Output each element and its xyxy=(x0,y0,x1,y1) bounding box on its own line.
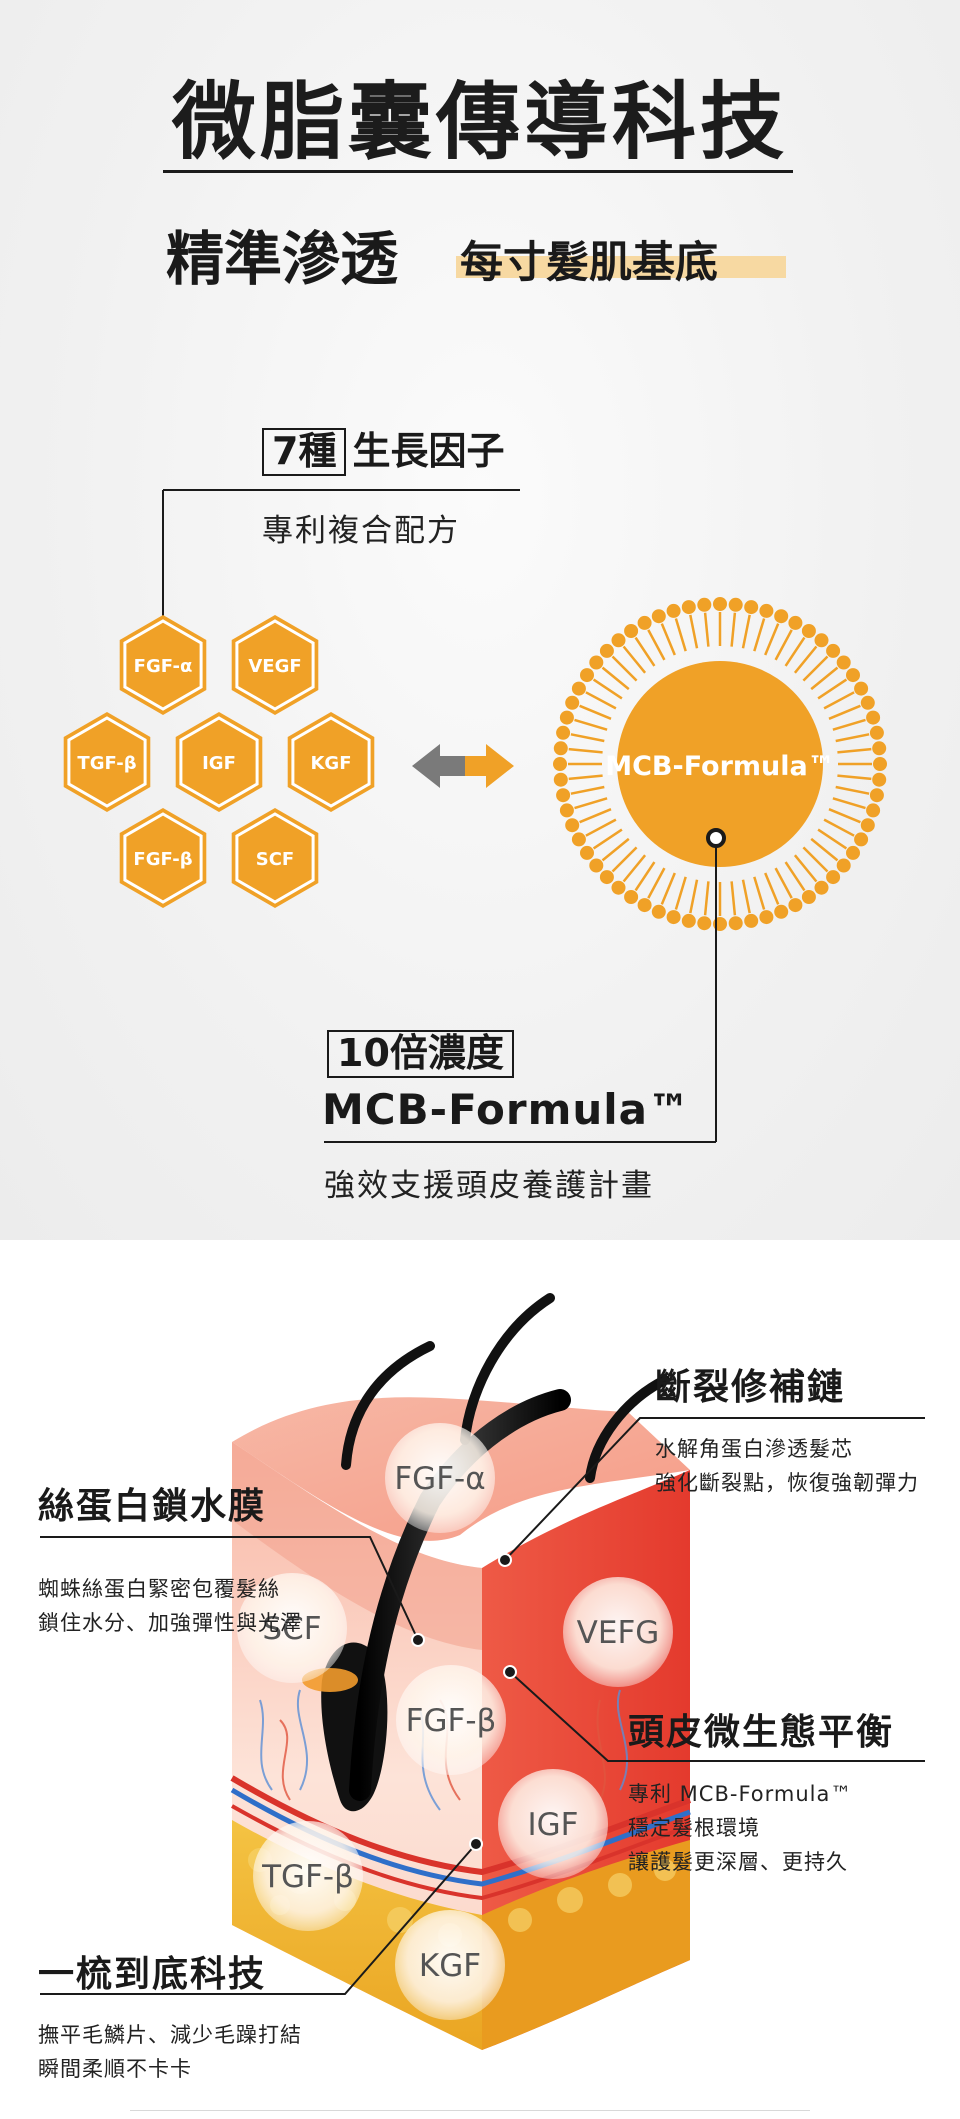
bubble-label: TGF-β xyxy=(261,1859,354,1895)
subtitle-main: 精準滲透 xyxy=(166,225,399,293)
bubble-label: VEFG xyxy=(577,1615,660,1651)
hexagon-label: FGF-α xyxy=(134,656,193,677)
hexagon-fgf-: FGF-β xyxy=(119,808,207,908)
repair-line-2: 強化斷裂點，恢復強韌彈力 xyxy=(655,1471,919,1495)
liposome-core xyxy=(617,661,823,867)
fat-layer-side xyxy=(482,1840,690,2050)
mcb-desc: 強效支援頭皮養護計畫 xyxy=(324,1168,654,1204)
comb-line-1: 撫平毛鱗片、減少毛躁打結 xyxy=(38,2023,302,2047)
silk-title: 絲蛋白鎖水膜 xyxy=(38,1486,267,1527)
hexagon-igf: IGF xyxy=(175,712,263,812)
bottom-divider xyxy=(130,2110,810,2111)
growth-factor-desc: 專利複合配方 xyxy=(262,513,460,549)
comb-text: 撫平毛鱗片、減少毛躁打結 瞬間柔順不卡卡 xyxy=(38,2018,302,2086)
scalp-line-1: 專利 MCB-Formula™ xyxy=(628,1782,853,1806)
bubble-tgf-: TGF-β xyxy=(253,1821,363,1931)
bubble-label: FGF-α xyxy=(394,1461,485,1497)
hexagon-cluster: FGF-α VEGF TGF-β IGF KGF FGF-β SCF xyxy=(63,615,375,908)
hexagon-kgf: KGF xyxy=(287,712,375,812)
liposome-ring xyxy=(553,597,887,931)
scalp-connector xyxy=(509,1671,925,1762)
hexagon-label: KGF xyxy=(310,753,351,774)
hexagon-tgf-: TGF-β xyxy=(63,712,151,812)
hexagon-label: IGF xyxy=(202,753,236,774)
hexagon-label: FGF-β xyxy=(133,849,192,870)
hexagon-vegf: VEGF xyxy=(231,615,319,715)
silk-text: 蜘蛛絲蛋白緊密包覆髮絲 鎖住水分、加強彈性與光澤 xyxy=(38,1572,302,1640)
silk-line-2: 鎖住水分、加強彈性與光澤 xyxy=(38,1611,302,1635)
subtitle-sub-group: 每寸髮肌基底 xyxy=(456,228,786,290)
hexagon-label: TGF-β xyxy=(77,753,136,774)
hexagon-scf: SCF xyxy=(231,808,319,908)
repair-title: 斷裂修補鏈 xyxy=(655,1367,846,1408)
subtitle-sub: 每寸髮肌基底 xyxy=(460,238,718,288)
bubble-vefg: VEFG xyxy=(563,1577,673,1687)
bubble-kgf: KGF xyxy=(395,1910,505,2020)
scalp-line-3: 讓護髮更深層、更持久 xyxy=(628,1850,848,1874)
silk-connector xyxy=(40,1536,419,1641)
mcb-connector-dot xyxy=(706,828,726,848)
growth-factor-label: 生長因子 xyxy=(352,429,505,473)
page-title: 微脂囊傳導科技 xyxy=(171,73,788,171)
bubble-label: IGF xyxy=(528,1807,579,1843)
title-divider xyxy=(163,170,793,173)
annotation-connectors xyxy=(40,1417,925,1995)
scalp-title: 頭皮微生態平衡 xyxy=(628,1712,895,1753)
scalp-text: 專利 MCB-Formula™ 穩定髮根環境 讓護髮更深層、更持久 xyxy=(628,1777,852,1879)
exchange-arrow-icon xyxy=(412,744,514,788)
hexagon-label: SCF xyxy=(256,849,294,870)
liposome-label: MCB-Formula™ xyxy=(605,751,835,782)
growth-factor-heading: 7種生長因子 xyxy=(262,420,504,476)
gf-connector xyxy=(153,489,520,648)
bubble-scf: SCF xyxy=(237,1573,347,1683)
comb-connector xyxy=(40,1843,477,1995)
bubble-igf: IGF xyxy=(498,1769,608,1879)
mcb-concentration: 10倍濃度 xyxy=(327,1030,514,1078)
bubble-label: KGF xyxy=(419,1948,481,1984)
repair-text: 水解角蛋白滲透髮芯 強化斷裂點，恢復強韌彈力 xyxy=(655,1432,919,1500)
mcb-name: MCB-Formula™ xyxy=(322,1085,692,1134)
hexagon-fgf-: FGF-α xyxy=(119,615,207,715)
scalp-line-2: 穩定髮根環境 xyxy=(628,1816,760,1840)
subtitle-highlight xyxy=(456,256,786,278)
bubble-label: SCF xyxy=(262,1611,321,1647)
bubble-fgf-: FGF-β xyxy=(396,1665,506,1775)
repair-line-1: 水解角蛋白滲透髮芯 xyxy=(655,1437,853,1461)
comb-line-2: 瞬間柔順不卡卡 xyxy=(38,2057,192,2081)
bubble-fgf-: FGF-α xyxy=(385,1423,495,1533)
comb-title: 一梳到底科技 xyxy=(38,1954,267,1995)
bubble-label: FGF-β xyxy=(406,1703,497,1739)
silk-line-1: 蜘蛛絲蛋白緊密包覆髮絲 xyxy=(38,1577,280,1601)
mcb-connector xyxy=(324,828,726,1143)
mcb-concentration-label: 10倍濃度 xyxy=(327,1030,514,1078)
hexagon-label: VEGF xyxy=(248,656,301,677)
repair-connector xyxy=(504,1417,925,1561)
growth-factor-count: 7種 xyxy=(262,428,347,476)
